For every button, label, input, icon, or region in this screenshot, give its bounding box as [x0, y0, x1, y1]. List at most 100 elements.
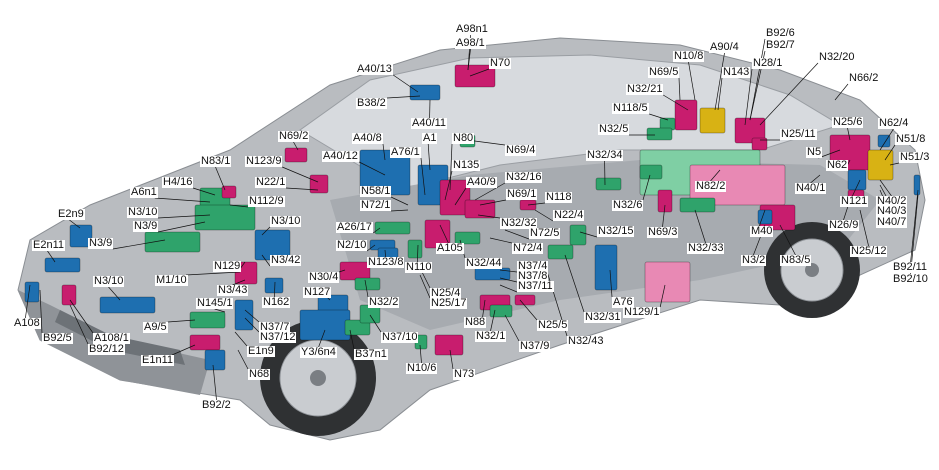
leader-line — [366, 244, 376, 252]
component-label: N123/9 — [245, 155, 283, 167]
leader-line — [69, 304, 89, 345]
component-label: N40/7 — [876, 216, 908, 228]
component-label: N62 — [826, 159, 849, 171]
leader-line — [393, 74, 419, 93]
leader-line — [244, 309, 260, 323]
leader-line — [717, 77, 723, 111]
component-label: N73 — [453, 368, 476, 380]
leader-line — [449, 143, 453, 191]
module-n69-2 — [284, 147, 308, 163]
module-n32-33 — [679, 197, 716, 213]
leader-line — [419, 274, 431, 299]
leader-line — [338, 269, 346, 273]
leader-line — [749, 38, 766, 121]
leader-line — [534, 209, 554, 222]
module-a9-5 — [189, 311, 226, 329]
module-n3-10-c — [99, 296, 156, 314]
component-label: N83/5 — [780, 254, 812, 266]
component-label: N32/6 — [612, 199, 644, 211]
component-label: B92/12 — [88, 343, 125, 355]
module-n32-34 — [595, 177, 622, 191]
component-label: N3/2 — [741, 254, 767, 266]
component-label: N72/4 — [512, 242, 544, 254]
leader-line — [382, 143, 386, 161]
leader-line — [779, 224, 796, 256]
component-label: A76/1 — [390, 146, 421, 158]
component-label: N25/11 — [780, 128, 817, 140]
leader-line — [879, 179, 892, 197]
leader-line — [663, 94, 689, 111]
leader-line — [390, 196, 409, 206]
leader-line — [234, 331, 248, 347]
component-label: N58/1 — [360, 185, 392, 197]
leader-line — [167, 319, 196, 323]
component-label: N118/5 — [612, 102, 649, 114]
leader-line — [293, 141, 299, 151]
leader-line — [417, 244, 419, 263]
leader-line — [232, 279, 246, 286]
leader-line — [910, 189, 919, 263]
component-label: N32/43 — [567, 335, 605, 347]
leader-line — [244, 317, 260, 333]
component-label: N118 — [545, 191, 573, 203]
leader-line — [479, 199, 507, 206]
component-label: N25/12 — [850, 245, 888, 257]
component-label: N25/6 — [832, 116, 864, 128]
component-label: N25/5 — [537, 319, 569, 331]
component-label: N25/4 — [430, 287, 462, 299]
leader-line — [454, 187, 467, 206]
component-label: A26/17 — [336, 221, 373, 233]
leader-line — [834, 83, 849, 101]
leader-line — [212, 364, 217, 401]
module-a108 — [24, 281, 40, 303]
component-label: N127 — [303, 286, 332, 298]
component-label: N2/10 — [336, 239, 368, 251]
component-label: B92/10 — [892, 273, 929, 285]
module-n25-11 — [751, 137, 768, 151]
leader-line — [427, 143, 431, 171]
leader-line — [490, 309, 496, 332]
component-label: N37/4 — [517, 260, 549, 272]
module-n83-1 — [221, 185, 237, 199]
leader-line — [171, 344, 196, 356]
leader-line — [499, 277, 518, 283]
component-label: N32/15 — [597, 225, 635, 237]
component-label: B92/5 — [42, 332, 73, 344]
module-n32-15 — [569, 224, 587, 246]
component-label: E1n9 — [247, 345, 275, 357]
leader-line — [449, 349, 454, 370]
leader-line — [467, 48, 471, 71]
leader-line — [499, 269, 518, 273]
component-label: N37/12 — [259, 331, 297, 343]
module-n32-44 — [454, 231, 481, 245]
component-label: N69/4 — [505, 144, 537, 156]
component-label: A108/1 — [93, 332, 130, 344]
component-label: B92/6 — [765, 27, 796, 39]
component-label: N123/8 — [367, 256, 405, 268]
component-label: A98/1 — [455, 37, 486, 49]
component-label: N10/6 — [406, 362, 438, 374]
component-label: B92/11 — [892, 261, 929, 273]
component-label: N112/9 — [248, 195, 285, 207]
component-label: A98n1 — [455, 23, 489, 35]
leader-line — [390, 209, 409, 212]
component-label: N70 — [489, 57, 512, 69]
leader-line — [359, 161, 386, 176]
component-label: N3/9 — [133, 220, 159, 232]
component-label: N3/10 — [127, 206, 159, 218]
module-n32-6 — [639, 164, 663, 180]
leader-line — [564, 254, 585, 313]
component-label: N37/10 — [381, 331, 419, 343]
module-n162 — [264, 277, 284, 294]
component-label: N30/4 — [308, 271, 340, 283]
leader-line — [69, 219, 81, 229]
leader-line — [889, 162, 900, 166]
leader-line — [192, 187, 216, 196]
component-label: N145/1 — [196, 297, 234, 309]
leader-line — [852, 179, 861, 197]
module-e1n11 — [189, 334, 221, 351]
leader-line — [327, 297, 331, 301]
leader-line — [579, 231, 598, 238]
module-n82-2-pink — [689, 164, 786, 206]
leader-line — [504, 314, 520, 342]
